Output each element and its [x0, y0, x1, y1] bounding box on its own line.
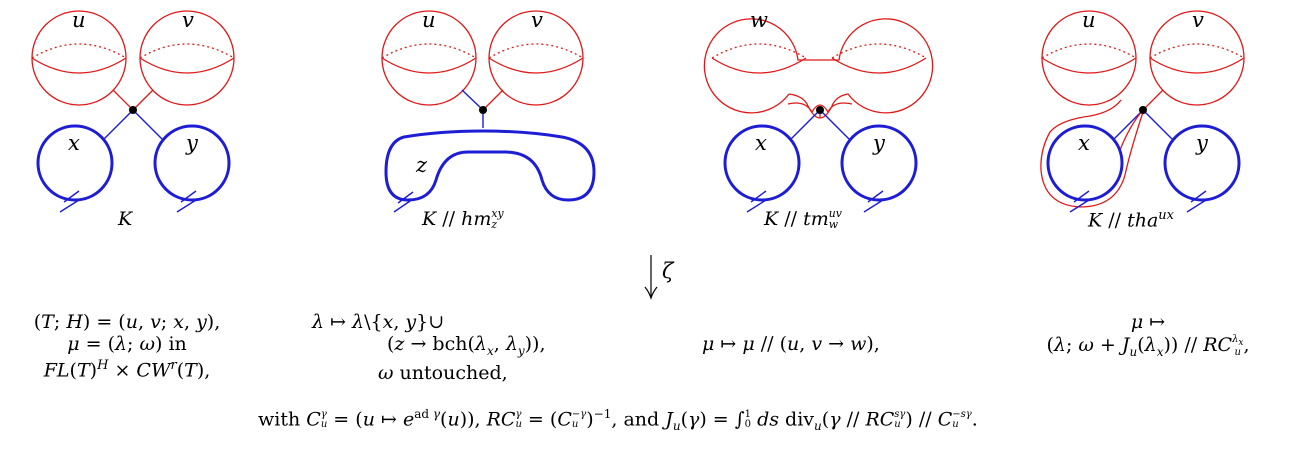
- panel-tha: u v x y: [1040, 8, 1245, 213]
- panel-hm: u v z: [381, 8, 596, 213]
- formula-col3: μ ↦ μ ∕∕ (u, v → w),: [702, 333, 880, 355]
- circle-x: [723, 124, 801, 213]
- label-y: y: [872, 131, 886, 155]
- circle-y: [840, 124, 918, 213]
- vertex-dot: [129, 106, 137, 114]
- label-y: y: [185, 131, 199, 155]
- sphere-v: [139, 10, 235, 106]
- circle-x: [1046, 124, 1124, 213]
- label-u: u: [72, 8, 86, 32]
- circle-x: [36, 124, 114, 213]
- tube-around-x: [1040, 99, 1144, 208]
- caption-k: K: [118, 208, 133, 230]
- zeta-arrow: ζ: [644, 255, 675, 300]
- label-z: z: [415, 153, 428, 177]
- label-v: v: [1192, 8, 1204, 32]
- arrow-label: ζ: [662, 259, 675, 283]
- sphere-v: [488, 10, 584, 106]
- merged-circle-z: [384, 129, 596, 213]
- label-x: x: [1078, 131, 1090, 155]
- circle-y: [1163, 124, 1241, 213]
- caption-tha: K ∕∕ thaux: [1088, 208, 1175, 232]
- sphere-v: [1149, 10, 1245, 106]
- sphere-u: [31, 10, 127, 106]
- sphere-u: [1041, 10, 1137, 106]
- label-u: u: [1082, 8, 1096, 32]
- formula-col2: λ ↦ λ\{x, y}∪ (z → bch(λx, λy)), ω untou…: [312, 311, 546, 384]
- label-w: w: [750, 8, 768, 32]
- label-x: x: [68, 131, 80, 155]
- panel-tm: w x y: [703, 8, 934, 213]
- circle-y: [153, 124, 231, 213]
- vertex-dot: [1139, 106, 1147, 114]
- panel-k: u v x y: [31, 8, 235, 213]
- formula-col1: (T; H) = (u, v; x, y), μ = (λ; ω) in FL(…: [33, 311, 221, 382]
- label-v: v: [531, 8, 543, 32]
- vertex-dot: [816, 106, 824, 114]
- label-v: v: [182, 8, 194, 32]
- merged-sphere-w: [703, 18, 934, 119]
- label-u: u: [422, 8, 436, 32]
- label-y: y: [1195, 131, 1209, 155]
- vertex-dot: [479, 106, 487, 114]
- sphere-u: [381, 10, 477, 106]
- label-x: x: [755, 131, 767, 155]
